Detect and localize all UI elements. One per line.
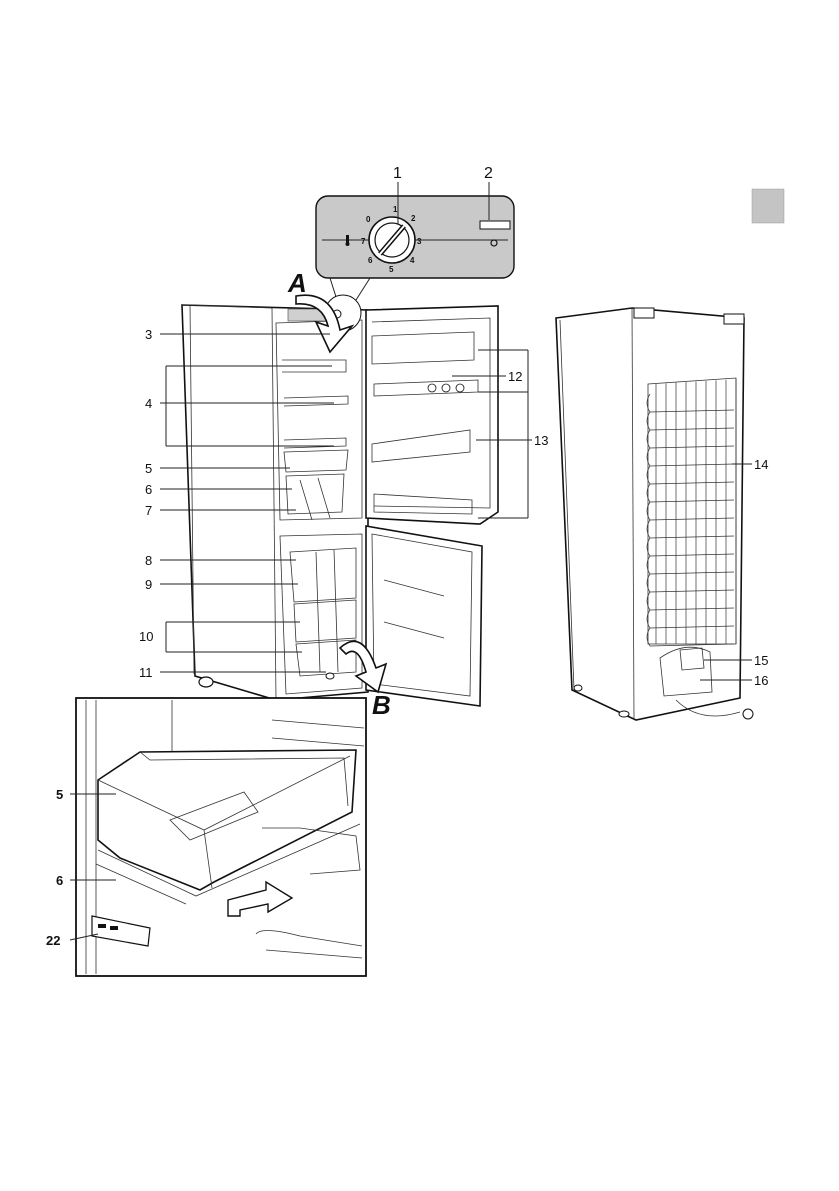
crisper-drawer	[97, 749, 357, 891]
label-4: 4	[145, 396, 152, 411]
label-11: 11	[139, 665, 153, 680]
condenser-coil	[646, 447, 735, 467]
control-panel: 0 1 2 3 4 5 6 7 1 2	[315, 165, 515, 301]
condenser-coil	[646, 501, 735, 521]
drawer-inset: 5 6 22	[46, 697, 367, 977]
thermometer-icon	[345, 235, 350, 246]
condenser-coil	[646, 465, 735, 485]
inset-label-22: 22	[46, 933, 60, 948]
label-10: 10	[139, 629, 153, 644]
dial-number-5: 5	[389, 265, 394, 274]
label-14: 14	[754, 457, 768, 472]
condenser-coil	[646, 609, 735, 629]
condenser-coil	[646, 411, 735, 431]
label-16: 16	[754, 673, 768, 688]
label-3: 3	[145, 327, 152, 342]
arrow-b	[338, 640, 388, 694]
condenser-lines	[646, 379, 737, 647]
callout-1: 1	[393, 165, 402, 182]
plug-icon	[742, 708, 754, 720]
pull-arrow	[227, 880, 294, 917]
bulb-icon	[490, 239, 498, 247]
inset-label-6: 6	[56, 873, 63, 888]
condenser-coil	[646, 555, 735, 575]
dial-number-4: 4	[410, 256, 415, 265]
dial-number-3: 3	[417, 237, 422, 246]
label-5: 5	[145, 461, 152, 476]
page-tab	[751, 188, 785, 224]
arrow-letter-b: B	[372, 690, 391, 720]
label-8: 8	[145, 553, 152, 568]
dial-number-6: 6	[368, 256, 373, 265]
condenser-coil	[646, 627, 735, 647]
callout-2: 2	[484, 165, 493, 182]
fridge-front: A B	[181, 268, 499, 720]
label-12: 12	[508, 369, 522, 384]
condenser-coil	[646, 483, 735, 503]
dial-number-0: 0	[366, 215, 371, 224]
label-7: 7	[145, 503, 152, 518]
condenser-coil	[646, 573, 735, 593]
dial-number-1: 1	[393, 205, 398, 214]
arrow-letter-a: A	[287, 268, 307, 298]
fridge-rear: 14 15 16	[555, 307, 768, 721]
condenser-coil	[646, 519, 735, 539]
label-15: 15	[754, 653, 768, 668]
label-9: 9	[145, 577, 152, 592]
inset-label-5: 5	[56, 787, 63, 802]
condenser-coil	[646, 591, 735, 611]
dial-number-7: 7	[361, 237, 366, 246]
condenser-coil	[646, 393, 735, 413]
condenser-coil	[646, 429, 735, 449]
dial-number-2: 2	[411, 214, 416, 223]
indicator-lamp	[479, 220, 511, 230]
condenser-coil	[646, 537, 735, 557]
label-6: 6	[145, 482, 152, 497]
label-13: 13	[534, 433, 548, 448]
arrow-a	[295, 294, 355, 354]
fridge-callouts: 3 4 5 6 7 8 9 10 11 12 13	[139, 327, 548, 680]
